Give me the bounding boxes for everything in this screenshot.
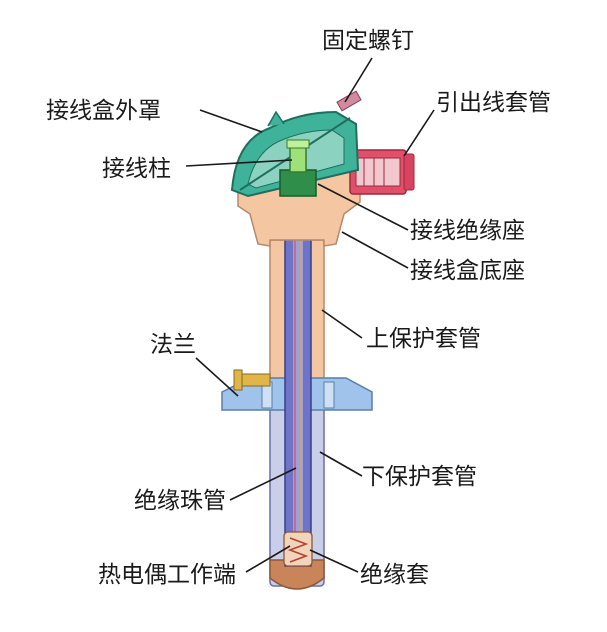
leader-junction-box-cover	[199, 109, 263, 133]
cover-tab	[267, 110, 285, 127]
leader-terminal-insulating-seat	[317, 183, 409, 231]
leader-lower-protective-tube	[319, 451, 363, 477]
leader-fixing-screw	[344, 57, 373, 103]
terminal-insulating-seat	[279, 169, 317, 197]
leader-lead-wire-sleeve	[403, 109, 435, 157]
leader-flange	[195, 357, 239, 397]
label-junction-box-cover: 接线盒外罩	[46, 98, 161, 124]
label-lower-protective-tube: 下保护套管	[362, 464, 477, 490]
leader-insulating-sleeve	[309, 549, 359, 573]
label-insulating-bead-tube: 绝缘珠管	[134, 488, 226, 514]
lead-wire-sleeve-cap	[403, 153, 415, 191]
leader-junction-box-base	[341, 231, 409, 269]
terminal-post	[289, 145, 307, 173]
leader-upper-protective-tube	[321, 309, 363, 339]
fixing-screw	[336, 90, 362, 112]
tube-tip	[269, 559, 325, 590]
flange-screw	[237, 373, 271, 387]
label-upper-protective-tube: 上保护套管	[366, 326, 481, 352]
insulating-sleeve	[283, 531, 313, 567]
label-terminal-post: 接线柱	[102, 156, 171, 182]
leader-thermocouple-hot-junction	[245, 545, 291, 573]
hot-junction-coil	[287, 537, 309, 563]
label-terminal-insulating-seat: 接线绝缘座	[410, 218, 525, 244]
label-flange: 法兰	[150, 332, 196, 358]
leader-terminal-post	[185, 159, 293, 167]
label-fixing-screw: 固定螺钉	[322, 28, 414, 54]
terminal-post-cap	[286, 139, 310, 149]
label-insulating-sleeve: 绝缘套	[360, 562, 429, 588]
flange-screw-head	[233, 369, 243, 391]
leader-insulating-bead-tube	[229, 467, 297, 501]
lead-wire-sleeve-thread	[355, 157, 401, 187]
label-lead-wire-sleeve: 引出线套管	[436, 90, 551, 116]
flange-hole-right	[323, 381, 335, 409]
label-thermocouple-hot-junction: 热电偶工作端	[98, 562, 236, 588]
inner-tube-core	[293, 196, 303, 566]
label-junction-box-base: 接线盒底座	[410, 258, 525, 284]
